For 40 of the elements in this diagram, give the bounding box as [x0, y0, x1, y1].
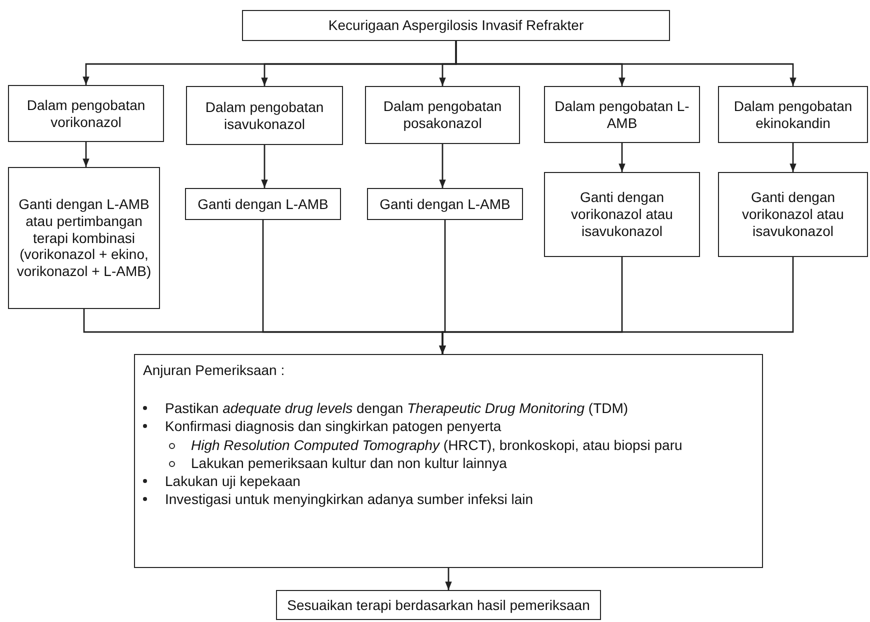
process-box	[544, 172, 700, 257]
process-box	[242, 10, 670, 41]
box-label: Dalam pengobatan ekinokandin	[732, 98, 854, 132]
arrow	[82, 142, 90, 167]
arrow	[618, 143, 626, 172]
list-item: Lakukan uji kepekaan	[165, 472, 300, 489]
box-label: Sesuaikan terapi berdasarkan hasil pemeriksaan	[287, 596, 590, 614]
process-box	[365, 86, 520, 144]
box-label: Kecurigaan Aspergilosis Invasif Refrakter	[328, 17, 584, 34]
list-item: Investigasi untuk menyingkirkan adanya sumber infeksi lain	[165, 491, 534, 508]
box-label: Ganti dengan vorikonazol atau isavukonazol	[570, 189, 674, 240]
process-box	[718, 172, 868, 257]
list-item: Pastikan adequate drug levels dengan Therapeutic Drug Monitoring (TDM)	[165, 400, 628, 416]
box-label: Ganti dengan L-AMB	[198, 196, 328, 212]
arrow	[445, 568, 452, 590]
box-label: Dalam pengobatan L-AMB	[554, 98, 690, 132]
box-label: Dalam pengobatan posakonazol	[382, 98, 503, 132]
box-label: Ganti dengan L-AMB atau pertimbangan terapi kombinasi (vorikonazol + ekino, vorikonazol + L-AMB)	[16, 196, 152, 280]
process-box	[8, 85, 164, 142]
box-label: Ganti dengan vorikonazol atau isavukonazol	[741, 189, 845, 240]
box-label: Dalam pengobatan vorikonazol	[26, 96, 146, 130]
list-item: Lakukan pemeriksaan kultur dan non kultur lainnya	[191, 454, 507, 471]
box-label: Dalam pengobatan isavukonazol	[204, 98, 325, 132]
list-item: High Resolution Computed Tomography (HRCT), bronkoskopi, atau biopsi paru	[191, 436, 682, 453]
arrow	[439, 257, 794, 354]
process-box	[8, 167, 160, 309]
process-box	[544, 86, 700, 143]
arrow	[261, 145, 268, 188]
process-box	[718, 86, 868, 143]
heading: Anjuran Pemeriksaan :	[143, 362, 285, 378]
box-label: Ganti dengan L-AMB	[380, 196, 510, 212]
process-box	[367, 188, 523, 220]
process-box	[276, 590, 601, 620]
arrow	[790, 143, 796, 172]
arrow	[439, 144, 446, 188]
info-box	[134, 354, 763, 568]
list-item: Konfirmasi diagnosis dan singkirkan patogen penyerta	[165, 418, 502, 434]
process-box	[185, 188, 341, 220]
arrow	[455, 41, 796, 86]
process-box	[186, 86, 343, 145]
